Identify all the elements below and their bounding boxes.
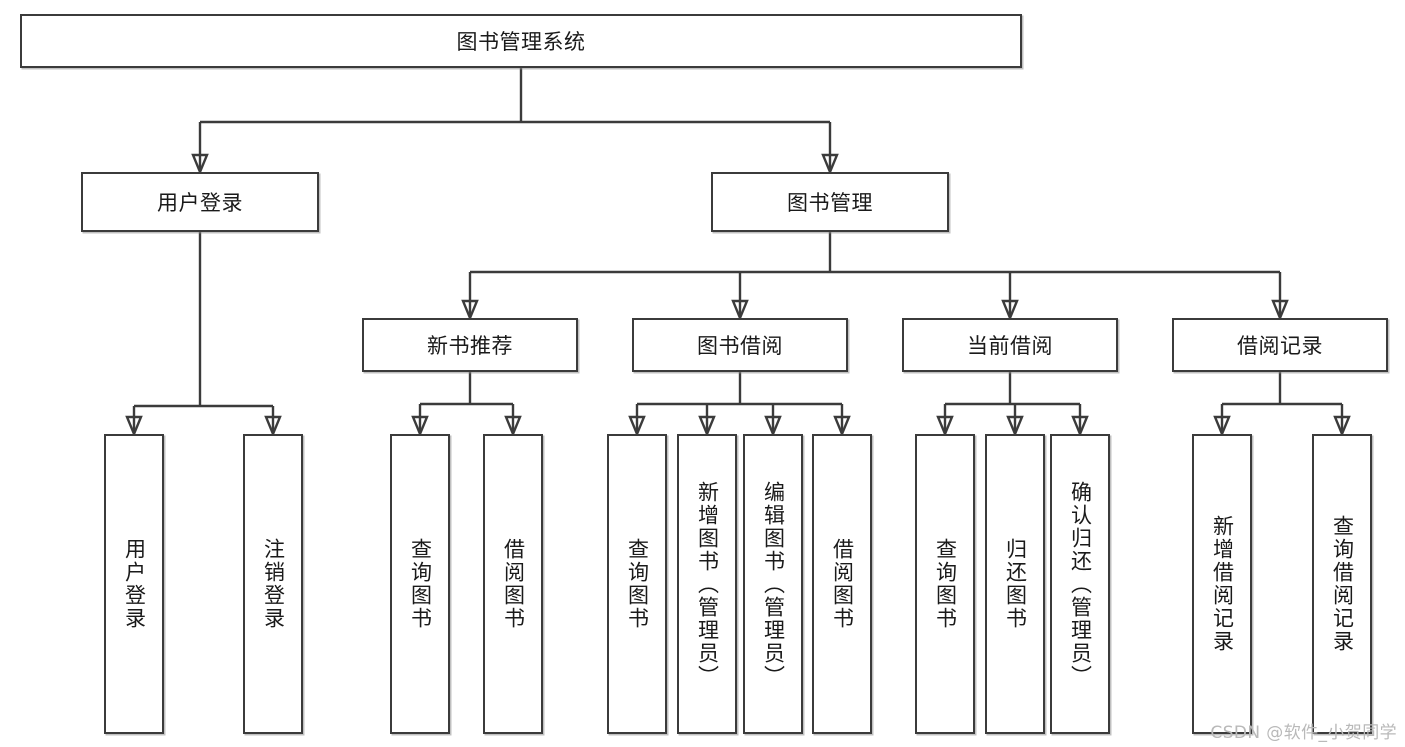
node-leaf-edit-book[interactable]: 编辑图书（管理员） (743, 434, 803, 734)
node-label: 注销登录 (261, 538, 286, 630)
node-label: 当前借阅 (967, 334, 1053, 358)
node-label: 借阅记录 (1237, 334, 1323, 358)
node-label: 借阅图书 (830, 538, 855, 630)
node-label: 借阅图书 (501, 538, 526, 630)
node-book-borrow[interactable]: 图书借阅 (632, 318, 848, 372)
node-user-login[interactable]: 用户登录 (81, 172, 319, 232)
node-book-manage[interactable]: 图书管理 (711, 172, 949, 232)
node-label: 编辑图书（管理员） (761, 480, 786, 688)
node-label: 查询图书 (625, 538, 650, 630)
node-leaf-borrow-book[interactable]: 借阅图书 (812, 434, 872, 734)
node-leaf-query-record[interactable]: 查询借阅记录 (1312, 434, 1372, 734)
node-leaf-user-login[interactable]: 用户登录 (104, 434, 164, 734)
node-root[interactable]: 图书管理系统 (20, 14, 1022, 68)
node-current-borrow[interactable]: 当前借阅 (902, 318, 1118, 372)
node-label: 用户登录 (122, 538, 147, 630)
node-leaf-logout[interactable]: 注销登录 (243, 434, 303, 734)
node-label: 用户登录 (157, 191, 243, 215)
node-label: 图书管理 (787, 191, 873, 215)
node-label: 查询图书 (408, 538, 433, 630)
node-borrow-record[interactable]: 借阅记录 (1172, 318, 1388, 372)
node-leaf-query-book-rec[interactable]: 查询图书 (390, 434, 450, 734)
node-leaf-add-record[interactable]: 新增借阅记录 (1192, 434, 1252, 734)
node-new-book-rec[interactable]: 新书推荐 (362, 318, 578, 372)
node-label: 归还图书 (1003, 538, 1028, 630)
node-label: 新增借阅记录 (1210, 515, 1235, 653)
node-label: 查询图书 (933, 538, 958, 630)
csdn-watermark: CSDN @软件_小贺同学 (1210, 723, 1397, 743)
node-label: 图书管理系统 (456, 30, 586, 54)
node-label: 新书推荐 (427, 334, 513, 358)
node-leaf-confirm-return[interactable]: 确认归还（管理员） (1050, 434, 1110, 734)
node-leaf-borrow-book-rec[interactable]: 借阅图书 (483, 434, 543, 734)
node-label: 新增图书（管理员） (695, 480, 720, 688)
node-label: 确认归还（管理员） (1068, 480, 1093, 688)
node-leaf-query-book-cur[interactable]: 查询图书 (915, 434, 975, 734)
node-label: 查询借阅记录 (1330, 515, 1355, 653)
node-leaf-query-book-borrow[interactable]: 查询图书 (607, 434, 667, 734)
node-leaf-add-book[interactable]: 新增图书（管理员） (677, 434, 737, 734)
node-leaf-return-book[interactable]: 归还图书 (985, 434, 1045, 734)
node-label: 图书借阅 (697, 334, 783, 358)
